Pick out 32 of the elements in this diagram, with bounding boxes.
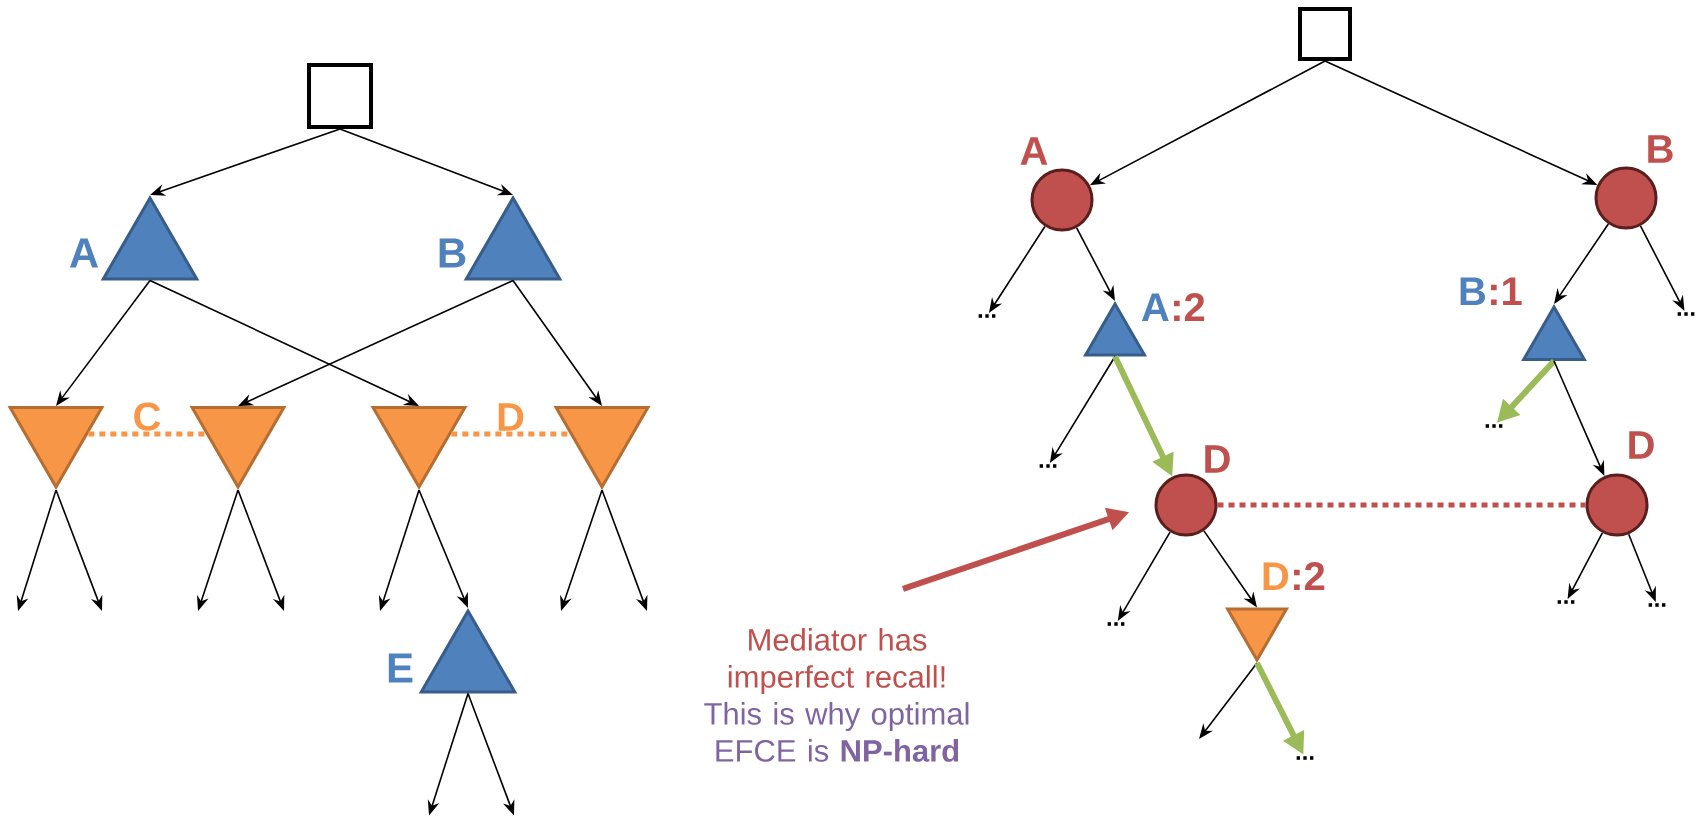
- dashed-line: [451, 431, 570, 437]
- ellipsis: ...: [1557, 600, 1575, 604]
- ellipsis: ...: [1648, 603, 1666, 607]
- node-label: D: [1205, 445, 1230, 473]
- node-label: B: [439, 238, 466, 268]
- node-label: D: [1629, 431, 1654, 459]
- node-label: B: [1460, 277, 1485, 305]
- arrow: [1199, 662, 1258, 739]
- edge-label: D: [498, 403, 524, 431]
- node-label: :1: [1491, 277, 1522, 305]
- node-label: E: [388, 653, 413, 683]
- note-text: Mediator has imperfect recall! This is why optimal EFCE is NP-hard: [704, 628, 969, 762]
- ellipsis: ...: [1677, 312, 1695, 316]
- ellipsis: ...: [1107, 622, 1125, 626]
- node-label: :2: [1294, 562, 1325, 590]
- square-node: [307, 63, 373, 129]
- arrow: [512, 279, 602, 406]
- dashed-line: [1217, 502, 1586, 508]
- dashed-line: [88, 431, 206, 437]
- ellipsis: ...: [1296, 756, 1314, 760]
- ellipsis: ...: [1039, 464, 1057, 468]
- edge-label: C: [134, 402, 161, 431]
- node-label: A: [1141, 293, 1169, 321]
- ellipsis: ...: [978, 314, 996, 318]
- node-label: A: [1020, 137, 1048, 165]
- arrow: [56, 279, 151, 406]
- node-label: :2: [1174, 293, 1205, 321]
- node-label: A: [69, 238, 99, 268]
- ellipsis: ...: [1485, 424, 1503, 428]
- square-node: [1298, 7, 1352, 61]
- node-label: D: [1263, 562, 1289, 590]
- node-label: B: [1648, 135, 1673, 163]
